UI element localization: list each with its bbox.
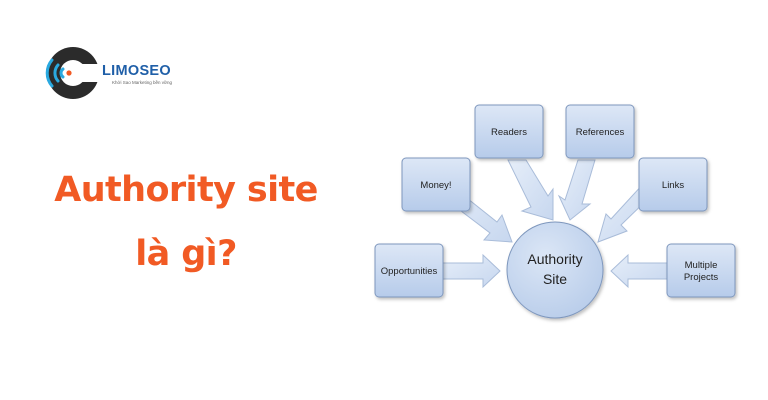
headline-line-1: Authority site [54, 170, 318, 210]
center-label-line-2: Site [543, 271, 567, 287]
arrow-multiple-projects [610, 253, 668, 289]
node-opportunities: Opportunities [374, 243, 444, 298]
node-multiple-projects: Multiple Projects [666, 243, 736, 298]
headline-line-2: là gì? [135, 234, 237, 274]
center-label-line-1: Authority [527, 251, 582, 267]
node-label-references: References [576, 127, 625, 138]
node-money: Money! [401, 157, 471, 212]
node-links: Links [638, 157, 708, 212]
node-label-money: Money! [420, 180, 451, 191]
brand-logo: LIMOSEO Khởi Sao Marketing bền vững [42, 42, 222, 104]
node-label-readers: Readers [491, 127, 527, 138]
arrow-references [557, 159, 596, 221]
arrow-opportunities [441, 253, 501, 289]
node-label-multiple-projects-line-2: Projects [684, 272, 719, 283]
brand-tagline: Khởi Sao Marketing bền vững [112, 80, 172, 85]
node-references: References [565, 104, 635, 159]
node-label-links: Links [662, 180, 684, 191]
node-label-multiple-projects-line-1: Multiple [685, 260, 718, 271]
center-node: Authority Site [506, 221, 604, 319]
node-label-opportunities: Opportunities [381, 266, 438, 277]
brand-name: LIMOSEO [102, 63, 171, 79]
arrow-readers [507, 159, 554, 221]
node-readers: Readers [474, 104, 544, 159]
logo-signal-icon [45, 47, 103, 99]
